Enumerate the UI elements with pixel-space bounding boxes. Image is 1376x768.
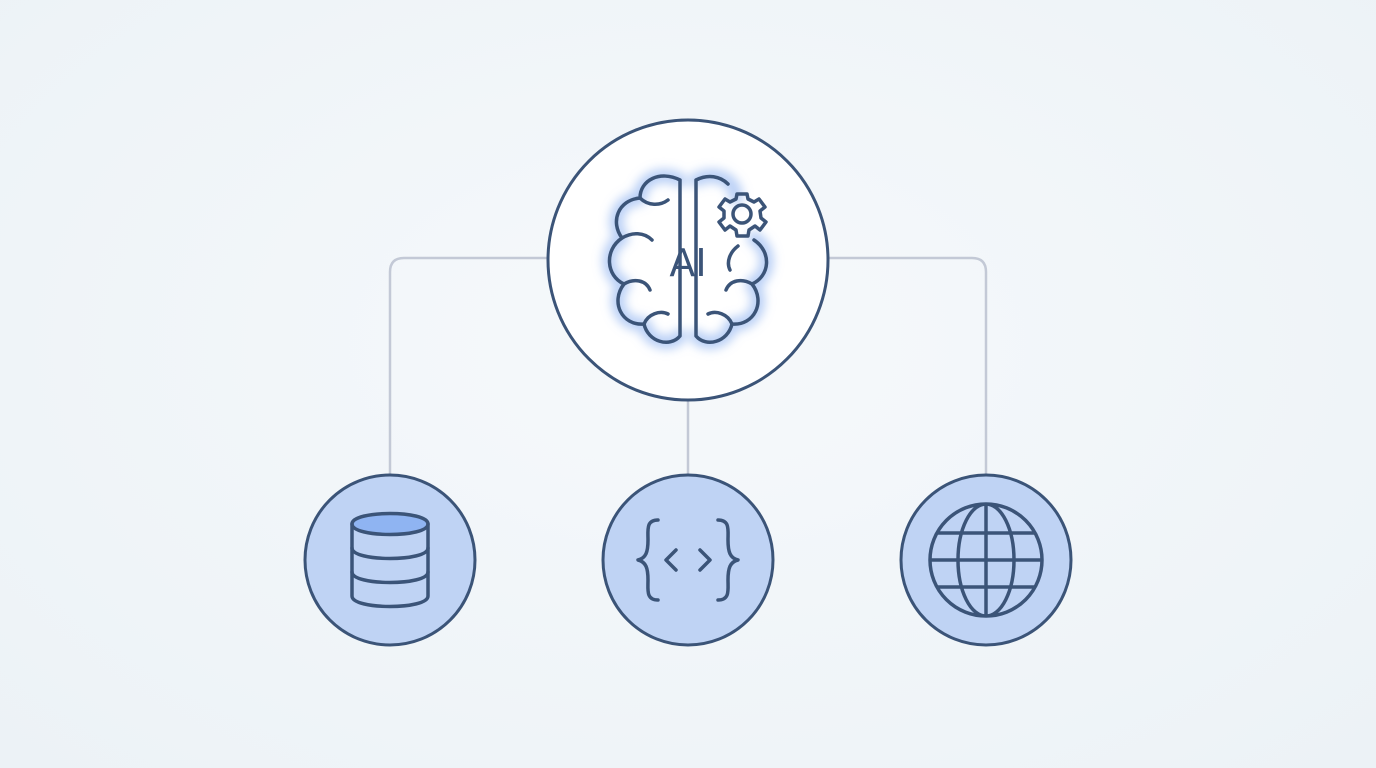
hub-circle [546,118,830,402]
code-node [601,473,775,647]
database-icon [350,511,430,609]
hub-node: AI [546,118,830,402]
code-circle [601,473,775,647]
ai-label: AI [669,241,706,285]
code-brackets-icon [636,518,740,602]
globe-node [899,473,1073,647]
database-node [303,473,477,647]
brain-right-outline [694,174,769,344]
brain-gear-icon: AI [602,169,774,350]
connectors [388,256,988,475]
globe-icon [928,502,1044,618]
gear-icon [717,192,768,238]
connector-left [388,256,548,475]
connector-right [828,256,988,475]
